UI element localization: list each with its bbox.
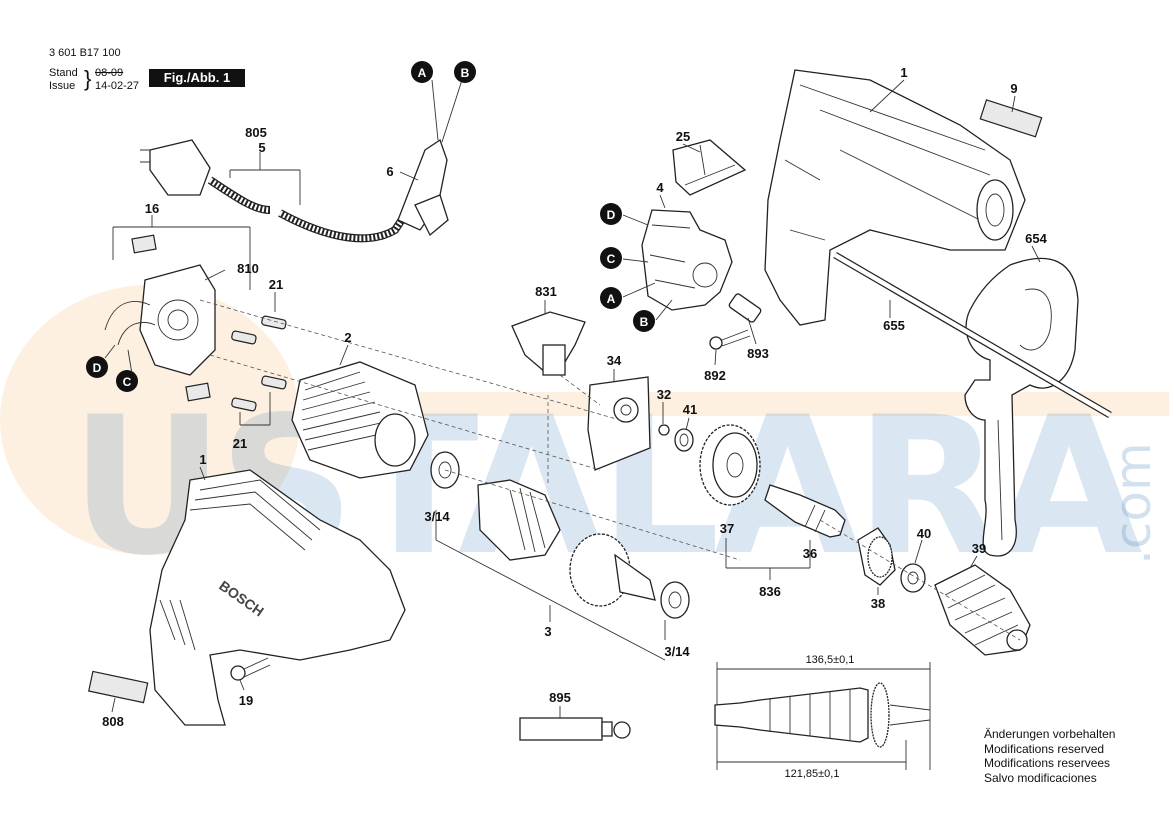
callout-labels: 1 9 654 655 25 4 893 892 831 34 32 41 80… [102,65,1047,729]
svg-text:B: B [461,66,470,80]
leader-lines [104,79,1041,718]
washer-40 [900,563,926,593]
wire-marker-c-holder: C [116,370,138,392]
part-893 [728,293,762,323]
svg-text:D: D [607,208,616,222]
callout-836: 836 [759,584,781,599]
callout-895: 895 [549,690,571,705]
brush-holder-16 [104,234,216,402]
ball-32 [658,424,670,436]
armature-dimension-drawing [714,662,931,770]
callout-3: 3 [544,624,551,639]
callout-2: 2 [344,330,351,345]
callout-36: 36 [803,546,817,561]
label-tag-9 [979,99,1043,138]
note-line: Modifications reservees [984,756,1111,770]
callout-21-top: 21 [269,277,283,292]
issue-label: Issue [49,80,76,92]
grease-tube-895 [519,717,631,741]
callout-6: 6 [386,164,393,179]
screw-19 [230,657,271,681]
wire-marker-c-switch: C [600,247,622,269]
watermark-suffix: .com [1104,442,1162,565]
svg-text:A: A [418,66,427,80]
wire-marker-d-switch: D [600,203,622,225]
wire-marker-a-switch: A [600,287,622,309]
callout-892: 892 [704,368,726,383]
callout-808: 808 [102,714,124,729]
callout-38: 38 [871,596,885,611]
svg-text:C: C [123,375,132,389]
issue-date: 14-02-27 [95,80,140,92]
callout-3-14-right: 3/14 [664,644,690,659]
svg-text:D: D [93,361,102,375]
callout-39: 39 [972,541,986,556]
callout-1-bottom: 1 [199,452,206,467]
callout-19: 19 [239,693,253,708]
callout-5: 5 [258,140,265,155]
wire-marker-b-switch: B [633,310,655,332]
svg-text:B: B [640,315,649,329]
brace-glyph: } [84,66,92,91]
callout-9: 9 [1010,81,1017,96]
stand-label: Stand [49,67,78,79]
callout-831: 831 [535,284,557,299]
carbon-brushes-21 [231,315,287,412]
depth-rod [833,251,1112,419]
dimension-top: 136,5±0,1 [806,654,855,666]
figure-label: Fig./Abb. 1 [149,69,245,87]
housing-top [764,69,1026,326]
wire-marker-b-top: B [454,61,476,83]
note-line: Salvo modificaciones [984,770,1097,785]
callout-34: 34 [607,353,622,368]
note-line: Änderungen vorbehalten [984,727,1116,741]
chuck-39 [934,564,1031,656]
svg-text:A: A [607,292,616,306]
power-cable [140,79,463,243]
callout-654: 654 [1025,231,1047,246]
callout-25: 25 [676,129,690,144]
svg-text:C: C [607,252,616,266]
gear-37 [699,424,761,506]
switch-4 [641,209,733,311]
note-line: Modifications reserved [984,741,1105,756]
callout-21-bottom: 21 [233,436,247,451]
wire-marker-d-holder: D [86,356,108,378]
modification-notes: Änderungen vorbehalten Modifications res… [984,727,1115,785]
screw-892 [709,329,751,350]
bearing-41 [674,428,694,452]
callout-41: 41 [683,402,697,417]
spindle-36 [764,484,846,538]
callout-16: 16 [145,201,159,216]
dimension-bottom: 121,85±0,1 [785,768,840,780]
armature-3 [477,479,656,607]
wire-marker-a-top: A [411,61,433,83]
callout-1-top: 1 [900,65,907,80]
label-tag-808 [88,670,149,704]
watermark-orange-band [380,392,1169,416]
housing-bottom: BOSCH [149,469,406,726]
stand-date: 08-09 [95,67,124,79]
stator-2 [291,361,429,479]
clip-25 [672,139,747,196]
callout-32: 32 [657,387,671,402]
part-number: 3 601 B17 100 [49,47,121,59]
callout-4: 4 [656,180,664,195]
callout-805: 805 [245,125,267,140]
cover-831 [511,311,586,376]
alignment-lines [199,299,1021,641]
brush-plate-34 [587,376,651,471]
callout-655: 655 [883,318,905,333]
callout-3-14-left: 3/14 [424,509,450,524]
ring-38 [857,527,896,586]
callout-37: 37 [720,521,734,536]
callout-893: 893 [747,346,769,361]
callout-810: 810 [237,261,259,276]
callout-40: 40 [917,526,931,541]
bearing-314-right [660,581,690,619]
